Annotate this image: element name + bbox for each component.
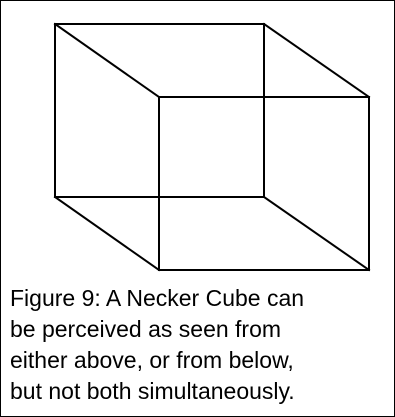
- cube-edge-top-left: [53, 22, 161, 99]
- caption-line-4: but not both simultaneously.: [10, 378, 295, 404]
- necker-cube: [53, 22, 371, 272]
- cube-edge-top-right: [262, 22, 371, 99]
- cube-face-lower-right: [158, 96, 370, 271]
- caption-line-2: be perceived as seen from: [10, 316, 282, 342]
- cube-edge-bottom-right: [262, 195, 371, 272]
- caption-line-1: Figure 9: A Necker Cube can: [10, 285, 305, 311]
- figure-caption: Figure 9: A Necker Cube can be perceived…: [10, 283, 390, 407]
- cube-edge-bottom-left: [53, 195, 161, 272]
- caption-line-3: either above, or from below,: [10, 347, 294, 373]
